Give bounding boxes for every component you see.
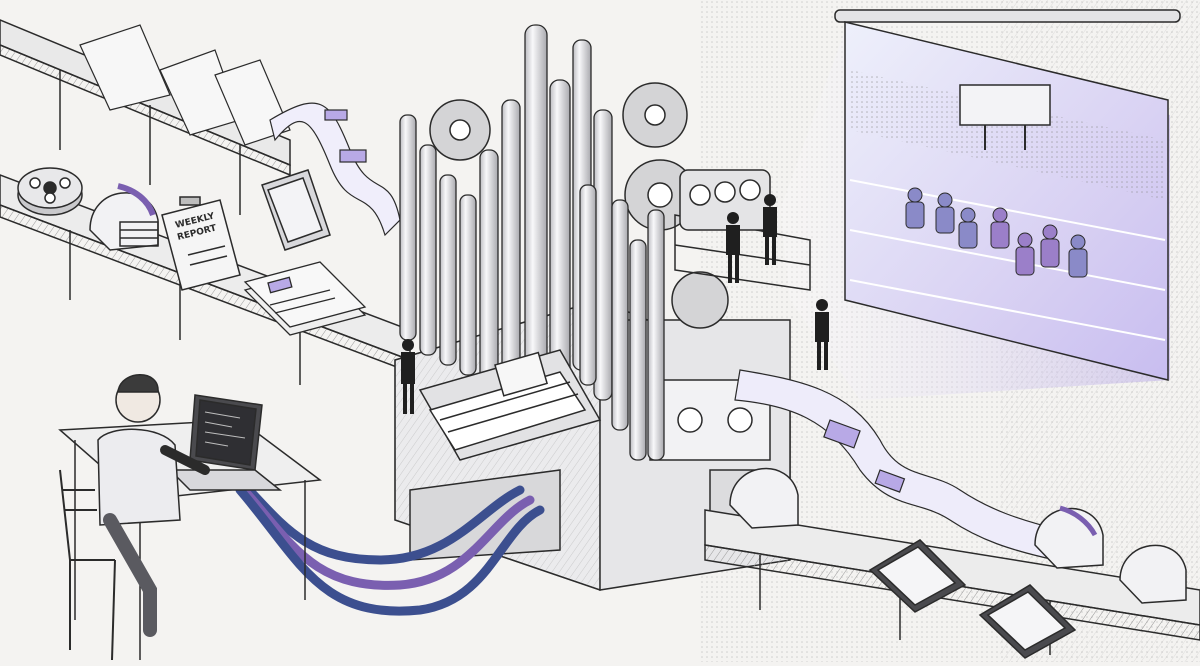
organ-pipes — [399, 24, 665, 461]
tablet-icon — [868, 539, 1077, 659]
clipboard-icon: WEEKLY REPORT — [161, 196, 241, 291]
paper-report-stream — [79, 24, 401, 237]
person-figure — [97, 374, 210, 637]
gear-icon — [429, 82, 729, 329]
newspaper-icon — [243, 261, 367, 336]
scoreboard — [959, 84, 1051, 126]
output-paper-stream — [734, 369, 1061, 561]
laptop-icon — [168, 394, 283, 491]
tablet-icon — [261, 169, 331, 251]
film-reel-icon — [17, 167, 83, 216]
football-helmet-icon — [89, 183, 159, 251]
operator-figures — [401, 194, 829, 414]
football-helmet-icon — [729, 467, 1187, 604]
projection-screen — [834, 9, 1181, 381]
chair — [59, 469, 116, 661]
data-cables — [225, 465, 545, 616]
football-players — [905, 187, 1088, 278]
